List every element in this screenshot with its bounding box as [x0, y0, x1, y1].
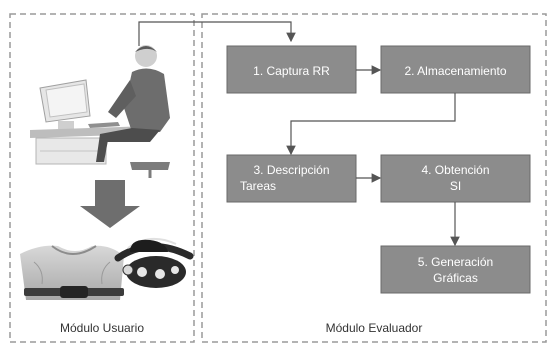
- step-si-box: 4. Obtención SI: [380, 154, 531, 203]
- step-storage-label: 2. Almacenamiento: [404, 64, 506, 78]
- person-at-computer-icon: [30, 45, 170, 178]
- step-capture-label: 1. Captura RR: [253, 64, 330, 78]
- sensor-headband-icon: [114, 237, 194, 288]
- step-capture-box: 1. Captura RR: [226, 45, 357, 94]
- user-module-frame: [9, 13, 195, 343]
- down-arrow-icon: [80, 180, 140, 228]
- step-tasks-box: 3. Descripción Tareas: [226, 154, 357, 203]
- step-si-label-line2: SI: [450, 179, 461, 193]
- step-graphics-label-line2: Gráficas: [433, 271, 478, 285]
- step-graphics-label-line1: 5. Generación: [418, 255, 493, 269]
- evaluator-module-frame: [201, 13, 547, 343]
- step-storage-box: 2. Almacenamiento: [380, 45, 531, 94]
- step-tasks-label-line1: 3. Descripción: [253, 163, 329, 177]
- user-to-capture-connector: [138, 21, 296, 46]
- user-module-label: Módulo Usuario: [60, 321, 144, 335]
- heart-rate-chest-strap-icon: [20, 245, 124, 300]
- step-tasks-label-line2: Tareas: [240, 179, 276, 193]
- step-graphics-box: 5. Generación Gráficas: [380, 245, 531, 294]
- evaluator-module-label: Módulo Evaluador: [326, 321, 423, 335]
- step-si-label-line1: 4. Obtención: [421, 163, 489, 177]
- storage-to-tasks-arrow: [286, 93, 456, 156]
